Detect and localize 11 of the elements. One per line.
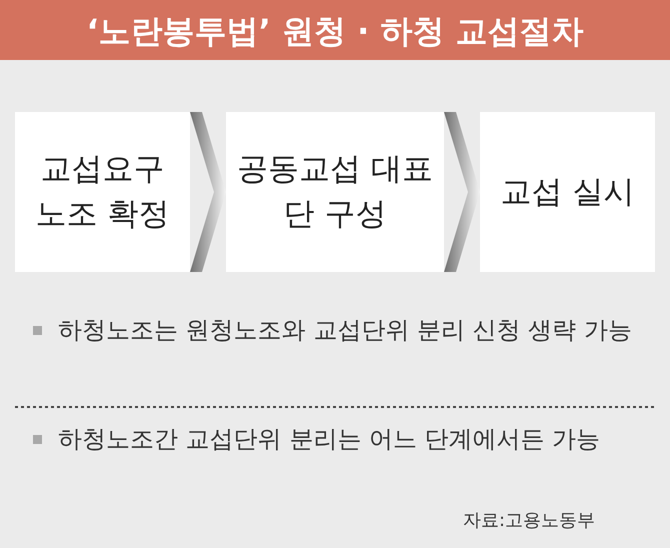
process-step-box	[226, 112, 444, 272]
title: ‘노란봉투법’ 원청 · 하청 교섭절차	[85, 11, 585, 52]
step-label: 공동교섭 대표단 구성	[236, 150, 434, 234]
source-note: 자료:고용노동부	[463, 509, 596, 533]
process-step-box	[15, 112, 190, 272]
step-label: 교섭 실시	[500, 172, 634, 212]
bullet-note: 하청노조간 교섭단위 분리는 어느 단계에서든 가능	[58, 424, 600, 455]
bullet-note: 하청노조는 원청노조와 교섭단위 분리 신청 생략 가능	[58, 315, 632, 346]
chevron-arrow	[190, 112, 226, 272]
step-label: 교섭요구 노조 확정	[34, 150, 170, 234]
chevron-arrow	[444, 112, 480, 272]
